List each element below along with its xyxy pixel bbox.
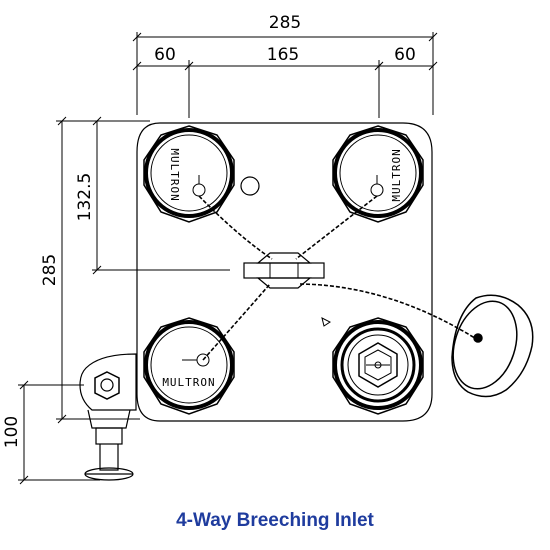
diagram-caption: 4-Way Breeching Inlet — [176, 510, 374, 531]
inlet-brand-top-right: MULTRON — [390, 148, 403, 201]
dim-overall-height: 285 — [40, 254, 60, 286]
dim-drain-height: 100 — [2, 416, 22, 448]
dim-overall-width: 285 — [269, 13, 301, 33]
inlet-brand-bottom-left: MULTRON — [162, 376, 215, 389]
back-plate — [136, 122, 433, 422]
chain-holder — [243, 252, 325, 289]
inlet-top-left — [143, 125, 235, 223]
fixing-boss — [240, 176, 260, 196]
left-dimensions — [18, 116, 230, 485]
dim-right-offset: 60 — [394, 45, 416, 65]
chains — [198, 195, 479, 361]
chain-link — [321, 317, 331, 327]
inlet-top-right — [332, 125, 424, 223]
dim-left-offset: 60 — [154, 45, 176, 65]
top-dimensions — [132, 32, 438, 118]
inlet-brand-top-left: MULTRON — [168, 148, 181, 201]
dim-center-spacing: 165 — [267, 45, 299, 65]
hanging-cap — [451, 294, 534, 398]
drain-valve — [79, 353, 137, 481]
breeching-inlet-drawing: 285 60 165 60 285 132.5 100 MULTRON MULT… — [2, 13, 534, 485]
inlet-bottom-right — [332, 317, 424, 415]
inlet-bottom-left — [143, 317, 235, 415]
dim-inlet-height: 132.5 — [75, 173, 95, 222]
